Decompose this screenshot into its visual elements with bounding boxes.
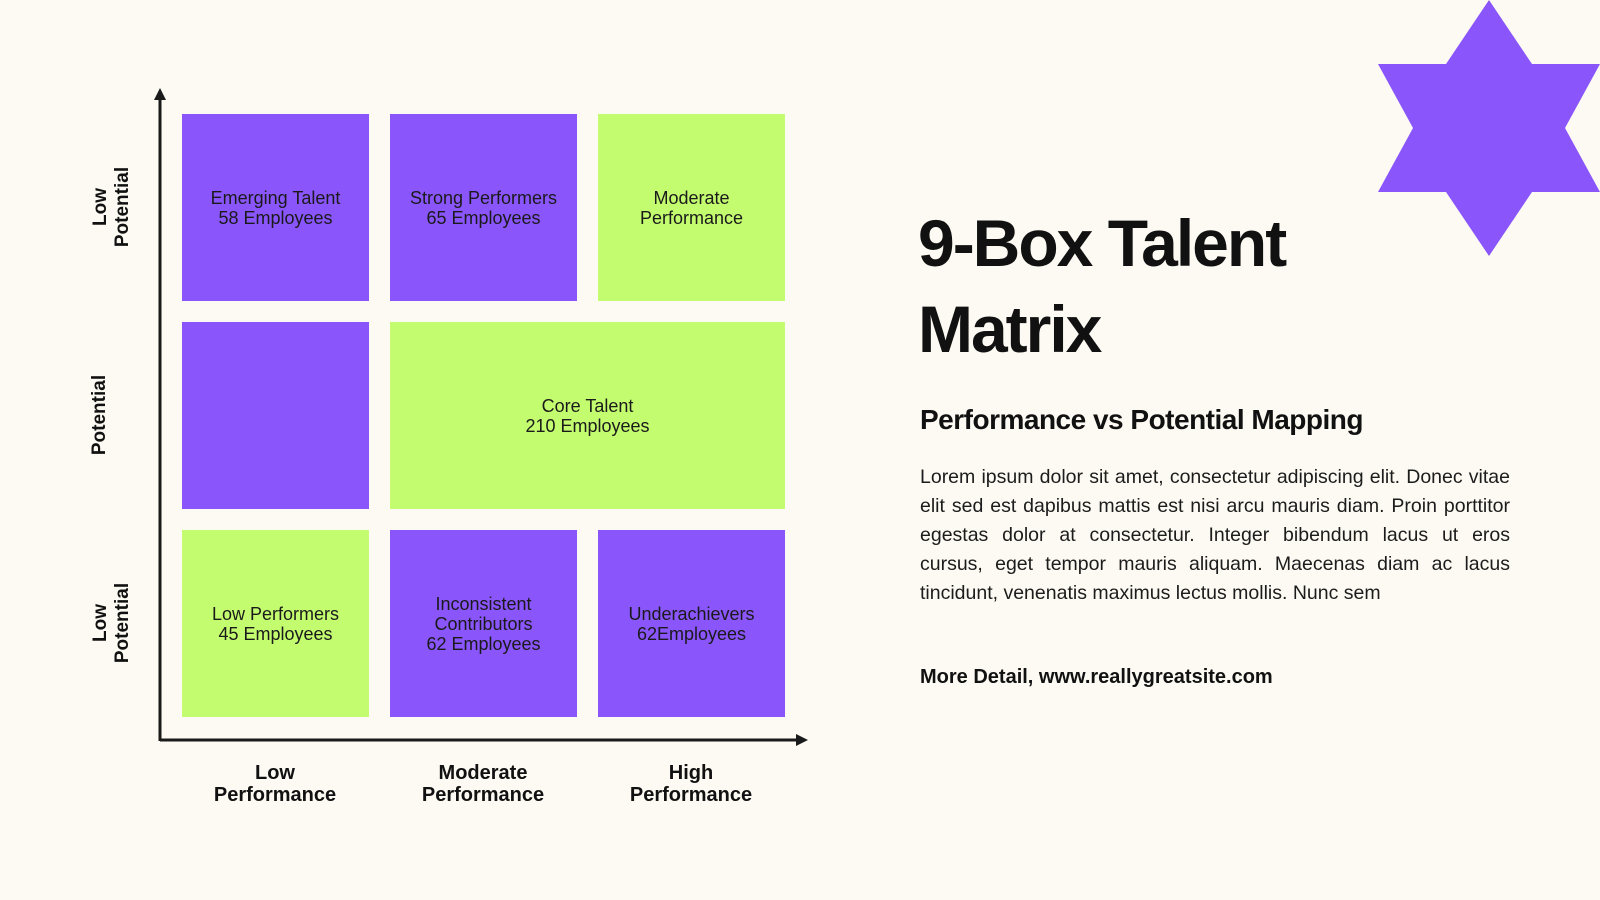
x-axis-label-line: Performance bbox=[421, 784, 545, 806]
cell-count: 45 Employees bbox=[218, 623, 333, 644]
cell-inconsistent-contributors: Inconsistent Contributors 62 Employees bbox=[390, 530, 577, 717]
cell-label: Performance bbox=[639, 207, 744, 228]
cell-count: 210 Employees bbox=[525, 415, 650, 436]
cell-label: Underachievers bbox=[628, 603, 755, 624]
cell-label: Strong Performers bbox=[409, 187, 558, 208]
cell-count: 58 Employees bbox=[218, 207, 333, 228]
cell-emerging-talent: Emerging Talent 58 Employees bbox=[182, 114, 369, 301]
x-axis-label-high: High Performance bbox=[591, 762, 791, 806]
cell-label: Core Talent bbox=[541, 395, 634, 416]
x-axis-label-line: High bbox=[668, 762, 714, 784]
y-axis-label-line: Potential bbox=[112, 582, 133, 664]
x-axis-label-moderate: Moderate Performance bbox=[383, 762, 583, 806]
x-axis-label-line: Performance bbox=[629, 784, 753, 806]
arrow-right-icon bbox=[796, 734, 808, 746]
body-paragraph: Lorem ipsum dolor sit amet, consectetur … bbox=[920, 466, 1510, 604]
cell-count: 62 Employees bbox=[426, 633, 541, 654]
cell-underachievers: Underachievers 62Employees bbox=[598, 530, 785, 717]
page-title: 9-Box Talent Matrix bbox=[918, 200, 1438, 372]
page-title-line: 9-Box Talent bbox=[918, 206, 1287, 280]
cell-empty bbox=[182, 322, 369, 509]
x-axis-label-low: Low Performance bbox=[175, 762, 375, 806]
x-axis-label-line: Low bbox=[255, 762, 295, 784]
cell-core-talent: Core Talent 210 Employees bbox=[390, 322, 785, 509]
six-point-star-icon bbox=[1378, 0, 1600, 256]
y-axis-label-line: Potential bbox=[112, 166, 133, 248]
x-axis-label-line: Moderate bbox=[438, 762, 528, 784]
page-subtitle: Performance vs Potential Mapping bbox=[920, 404, 1364, 435]
cell-strong-performers: Strong Performers 65 Employees bbox=[390, 114, 577, 301]
arrow-up-icon bbox=[154, 88, 166, 100]
x-axis-label-line: Performance bbox=[213, 784, 337, 806]
page-title-line: Matrix bbox=[918, 292, 1102, 366]
cell-moderate-performance: Moderate Performance bbox=[598, 114, 785, 301]
cell-label: Moderate bbox=[653, 187, 730, 208]
matrix-axes bbox=[154, 88, 808, 746]
cell-low-performers: Low Performers 45 Employees bbox=[182, 530, 369, 717]
y-axis-label-line: Low bbox=[90, 188, 111, 226]
cell-count: 62Employees bbox=[636, 623, 747, 644]
cell-count: 65 Employees bbox=[426, 207, 541, 228]
cell-label: Low Performers bbox=[211, 603, 340, 624]
y-axis-label-bottom: Low Potential bbox=[82, 543, 142, 703]
y-axis-label-middle: Potential bbox=[70, 335, 130, 495]
y-axis-label-line: Low bbox=[90, 604, 111, 642]
y-axis-label-line: Potential bbox=[89, 374, 110, 456]
more-detail-link[interactable]: More Detail, www.reallygreatsite.com bbox=[920, 666, 1273, 688]
cell-label: Emerging Talent bbox=[210, 187, 341, 208]
cell-label: Contributors bbox=[434, 613, 533, 634]
cell-label: Inconsistent bbox=[435, 593, 532, 614]
y-axis-label-top: Low Potential bbox=[82, 127, 142, 287]
